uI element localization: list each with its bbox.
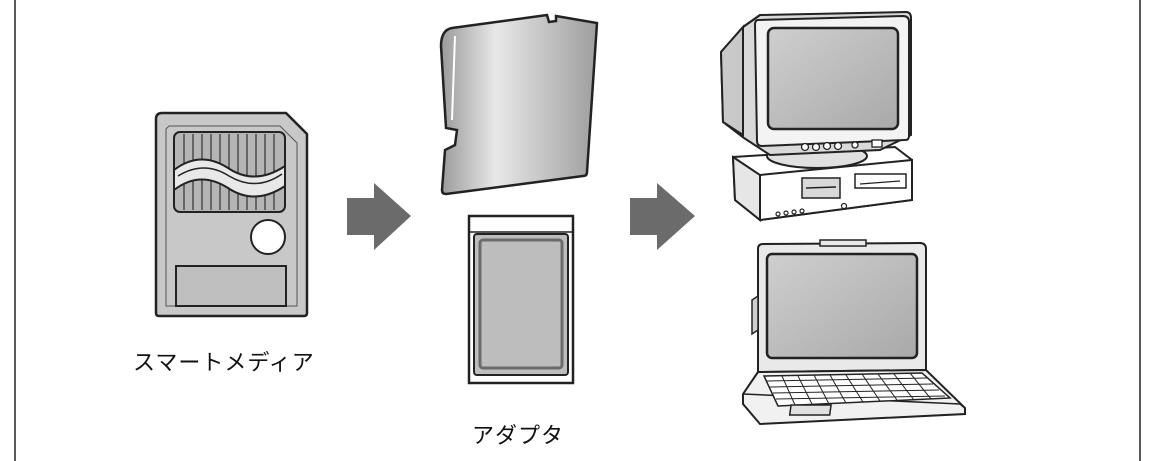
smartmedia-label: スマートメディア: [133, 351, 315, 376]
smartmedia-card-icon: [154, 111, 309, 318]
arrow-right-icon: [630, 183, 695, 250]
frame-border: [14, 0, 1141, 461]
floppy-adapter-icon: [439, 13, 599, 196]
pc-card-adapter-icon: [467, 214, 575, 385]
adapter-label: アダプタ: [472, 424, 565, 449]
arrow-right-icon: [347, 183, 411, 250]
desktop-computer-icon: [719, 10, 913, 223]
laptop-computer-icon: [742, 239, 966, 426]
